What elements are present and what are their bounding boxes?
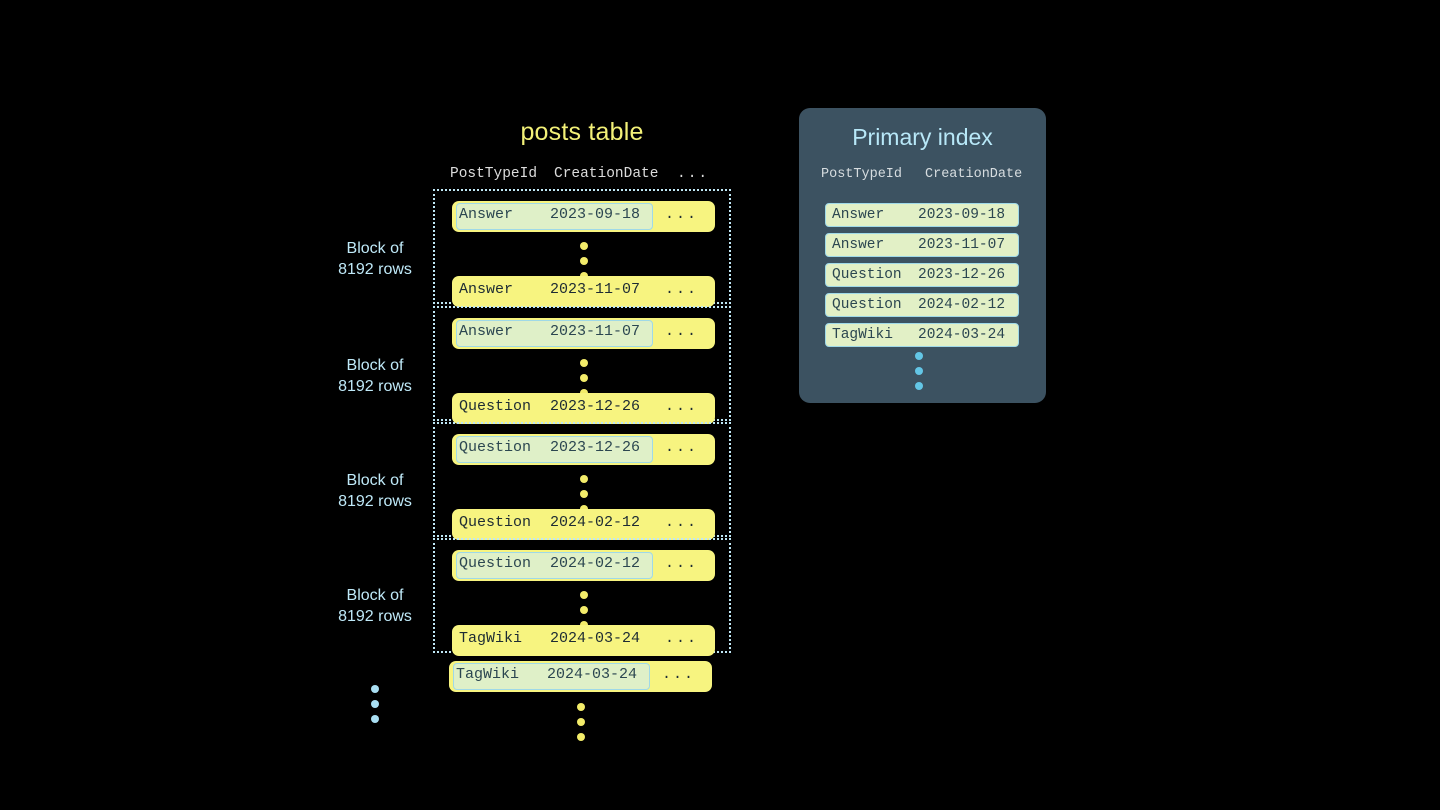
table-block: Answer 2023-09-18 ... Answer 2023-11-07 … bbox=[433, 189, 731, 307]
primary-index-column-headers: PostTypeId CreationDate bbox=[799, 167, 1046, 187]
table-row: TagWiki 2024-03-24 ... bbox=[449, 661, 712, 692]
cell-more: ... bbox=[662, 666, 696, 683]
cell-creation-date: 2023-11-07 bbox=[550, 323, 641, 340]
row-key-cells bbox=[456, 203, 653, 230]
block-label-line1: Block of bbox=[346, 240, 404, 257]
posts-table-column-headers: PostTypeId CreationDate ... bbox=[432, 166, 732, 186]
header-post-type-id: PostTypeId bbox=[450, 166, 538, 182]
cell-creation-date: 2023-11-07 bbox=[550, 281, 641, 298]
block-label-line1: Block of bbox=[346, 472, 404, 489]
table-block: Question 2023-12-26 ... Question 2024-02… bbox=[433, 422, 731, 540]
header-creation-date: CreationDate bbox=[554, 166, 659, 182]
cell-more: ... bbox=[665, 514, 699, 531]
header-post-type-id: PostTypeId bbox=[821, 167, 903, 182]
block-label-line2: 8192 rows bbox=[338, 608, 412, 625]
table-continuation-dots bbox=[577, 703, 586, 748]
cell-more: ... bbox=[665, 555, 699, 572]
cell-post-type-id: Question bbox=[832, 297, 902, 313]
primary-index-title: Primary index bbox=[852, 124, 993, 150]
table-row: Question 2024-02-12 ... bbox=[452, 550, 715, 581]
table-block: Answer 2023-11-07 ... Question 2023-12-2… bbox=[433, 306, 731, 424]
index-entry: TagWiki 2024-03-24 bbox=[825, 323, 1019, 347]
header-more-columns: ... bbox=[677, 166, 710, 182]
block-label-line2: 8192 rows bbox=[338, 378, 412, 395]
index-entry: Answer 2023-11-07 bbox=[825, 233, 1019, 257]
cell-post-type-id: Question bbox=[459, 439, 532, 456]
cell-post-type-id: Question bbox=[459, 398, 532, 415]
table-row: TagWiki 2024-03-24 ... bbox=[452, 625, 715, 656]
table-row: Question 2023-12-26 ... bbox=[452, 393, 715, 424]
cell-post-type-id: Answer bbox=[832, 207, 885, 223]
block-label: Block of 8192 rows bbox=[310, 470, 440, 512]
table-row: Question 2023-12-26 ... bbox=[452, 434, 715, 465]
cell-creation-date: 2024-03-24 bbox=[547, 666, 638, 683]
cell-creation-date: 2023-11-07 bbox=[918, 237, 1006, 253]
table-row: Answer 2023-09-18 ... bbox=[452, 201, 715, 232]
cell-creation-date: 2024-02-12 bbox=[918, 297, 1006, 313]
index-entry: Answer 2023-09-18 bbox=[825, 203, 1019, 227]
table-block: Question 2024-02-12 ... TagWiki 2024-03-… bbox=[433, 538, 731, 656]
row-key-cells bbox=[456, 320, 653, 347]
cell-post-type-id: Question bbox=[832, 267, 902, 283]
cell-post-type-id: Answer bbox=[459, 206, 514, 223]
cell-post-type-id: Answer bbox=[459, 323, 514, 340]
cell-creation-date: 2023-09-18 bbox=[550, 206, 641, 223]
cell-creation-date: 2023-09-18 bbox=[918, 207, 1006, 223]
cell-post-type-id: Question bbox=[459, 555, 532, 572]
cell-creation-date: 2023-12-26 bbox=[550, 398, 641, 415]
cell-post-type-id: TagWiki bbox=[459, 630, 523, 647]
block-label: Block of 8192 rows bbox=[310, 355, 440, 397]
cell-post-type-id: Question bbox=[459, 514, 532, 531]
cell-creation-date: 2023-12-26 bbox=[550, 439, 641, 456]
cell-more: ... bbox=[665, 281, 699, 298]
table-row: Answer 2023-11-07 ... bbox=[452, 276, 715, 307]
index-continuation-dots bbox=[915, 352, 924, 397]
cell-creation-date: 2023-12-26 bbox=[918, 267, 1006, 283]
block-label-line2: 8192 rows bbox=[338, 493, 412, 510]
table-row: Question 2024-02-12 ... bbox=[452, 509, 715, 540]
row-key-cells bbox=[456, 552, 653, 579]
cell-more: ... bbox=[665, 398, 699, 415]
cell-more: ... bbox=[665, 206, 699, 223]
cell-more: ... bbox=[665, 439, 699, 456]
header-creation-date: CreationDate bbox=[925, 167, 1023, 182]
block-label: Block of 8192 rows bbox=[310, 585, 440, 627]
primary-index-panel: Primary index PostTypeId CreationDate An… bbox=[799, 108, 1046, 403]
cell-post-type-id: TagWiki bbox=[456, 666, 520, 683]
cell-post-type-id: Answer bbox=[832, 237, 885, 253]
row-key-cells bbox=[453, 663, 650, 690]
cell-creation-date: 2024-03-24 bbox=[918, 327, 1006, 343]
cell-post-type-id: Answer bbox=[459, 281, 514, 298]
cell-post-type-id: TagWiki bbox=[832, 327, 893, 343]
table-row: Answer 2023-11-07 ... bbox=[452, 318, 715, 349]
cell-creation-date: 2024-02-12 bbox=[550, 514, 641, 531]
block-label-line2: 8192 rows bbox=[338, 261, 412, 278]
blocks-continuation-dots bbox=[371, 685, 380, 730]
cell-creation-date: 2024-02-12 bbox=[550, 555, 641, 572]
cell-more: ... bbox=[665, 630, 699, 647]
cell-more: ... bbox=[665, 323, 699, 340]
block-label: Block of 8192 rows bbox=[310, 238, 440, 280]
index-entry: Question 2024-02-12 bbox=[825, 293, 1019, 317]
cell-creation-date: 2024-03-24 bbox=[550, 630, 641, 647]
index-entry: Question 2023-12-26 bbox=[825, 263, 1019, 287]
block-label-line1: Block of bbox=[346, 357, 404, 374]
block-label-line1: Block of bbox=[346, 587, 404, 604]
posts-table-title: posts table bbox=[520, 118, 644, 146]
row-key-cells bbox=[456, 436, 653, 463]
